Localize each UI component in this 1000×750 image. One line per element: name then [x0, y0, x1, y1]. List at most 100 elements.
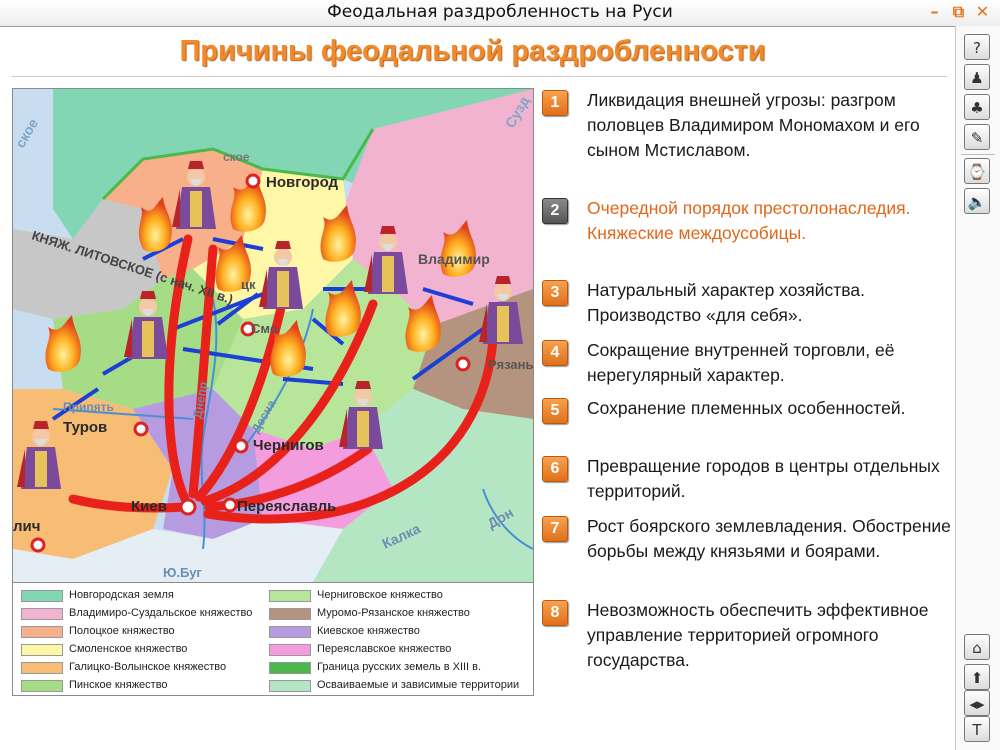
cause-text: Сокращение внутренней торговли, её нерег…	[587, 340, 895, 385]
fire-icon	[405, 295, 441, 352]
city-marker	[222, 497, 238, 513]
prince-figure	[17, 421, 61, 489]
up-button[interactable]: ⬆	[964, 664, 990, 690]
legend-label: Владимиро-Суздальское княжество	[69, 607, 253, 619]
city-marker	[233, 438, 249, 454]
prince-figure	[339, 381, 383, 449]
legend-swatch	[21, 680, 63, 692]
legend-swatch	[21, 644, 63, 656]
legend-label: Черниговское княжество	[317, 589, 443, 601]
legend-label: Пинское княжество	[69, 679, 168, 691]
fire-icon	[320, 205, 356, 262]
city-markers	[30, 173, 471, 553]
toolbar-separator	[961, 154, 995, 155]
compass-icon[interactable]: ⌚	[964, 158, 990, 184]
legend-label: Полоцкое княжество	[69, 625, 175, 637]
label-galich: лич	[13, 518, 40, 535]
blue-arrow	[422, 287, 474, 306]
cause-number-badge[interactable]: 6	[542, 456, 568, 482]
legend-label: Граница русских земель в XIII в.	[317, 661, 482, 673]
label-turov: Туров	[63, 419, 107, 436]
legend-swatch	[21, 590, 63, 602]
city-marker	[240, 321, 256, 337]
label-vladimir: Владимир	[418, 251, 490, 267]
river-don	[482, 488, 533, 550]
red-arrow	[194, 294, 288, 502]
region-south	[13, 519, 343, 582]
legend-label: Муромо-Рязанское княжество	[317, 607, 470, 619]
city-marker	[455, 356, 471, 372]
label-novgorod: Новгород	[266, 174, 339, 191]
cause-text: Сохранение племенных особенностей.	[587, 398, 906, 418]
cause-text: Натуральный характер хозяйства. Производ…	[587, 280, 866, 325]
legend-swatch	[269, 680, 311, 692]
legend-swatch	[269, 608, 311, 620]
label-pskov: ское	[223, 150, 250, 164]
legend-swatch	[269, 626, 311, 638]
restore-button[interactable]: ⧉	[952, 2, 965, 21]
label-polotsk: цк	[241, 277, 256, 292]
red-arrow	[188, 244, 218, 499]
legend-swatch	[269, 662, 311, 674]
cause-number-badge[interactable]: 1	[542, 90, 568, 116]
prince-figure	[172, 161, 216, 229]
label-pereyaslavl: Переяславль	[237, 498, 336, 515]
legend-swatch	[21, 626, 63, 638]
region-galicia-volhynia	[13, 389, 173, 559]
fire-icon	[270, 320, 306, 377]
legend-label: Киевское княжество	[317, 625, 420, 637]
city-marker	[179, 498, 197, 516]
label-yu-bug: Ю.Буг	[163, 565, 202, 580]
prince-figure	[124, 291, 168, 359]
heading-divider	[12, 76, 947, 77]
home-button[interactable]: ⌂	[964, 634, 990, 660]
legend-label: Смоленское княжество	[69, 643, 188, 655]
prince-figure	[259, 241, 303, 309]
tree-icon[interactable]: ♣	[964, 94, 990, 120]
prev-next-button[interactable]: ◂▸	[964, 690, 990, 716]
text-button[interactable]: T	[964, 716, 990, 742]
legend-label: Новгородская земля	[69, 589, 174, 601]
window-titlebar: Феодальная раздробленность на Руси – ⧉ ✕	[0, 0, 1000, 27]
border-line	[101, 128, 375, 201]
help-button[interactable]: ?	[964, 34, 990, 60]
fire-icon	[45, 315, 81, 372]
label-chernigov: Чернигов	[253, 437, 324, 454]
fire-icon	[215, 235, 251, 292]
legend-swatch	[21, 608, 63, 620]
city-marker	[133, 421, 149, 437]
close-button[interactable]: ✕	[975, 2, 990, 21]
cause-number-badge[interactable]: 8	[542, 600, 568, 626]
map-svg: Новгород Владимир Рязань ское Смо цк Тур…	[13, 89, 533, 582]
fire-markers	[45, 175, 476, 377]
red-arrow	[164, 234, 193, 504]
minimize-button[interactable]: –	[930, 2, 939, 21]
cause-number-badge[interactable]: 5	[542, 398, 568, 424]
legend-label: Переяславское княжество	[317, 643, 452, 655]
person-icon[interactable]: ♟	[964, 64, 990, 90]
legend-label: Осваиваемые и зависимые территории	[317, 679, 520, 691]
window-title: Феодальная раздробленность на Руси	[327, 2, 673, 22]
right-toolbar: ? ♟ ♣ ✎ ⌚ 🔈 ⌂ ⬆ ◂▸ T	[955, 26, 1000, 750]
city-marker	[245, 173, 261, 189]
label-kiev: Киев	[131, 498, 167, 515]
pencil-icon[interactable]: ✎	[964, 124, 990, 150]
cause-text: Очередной порядок престолонаследия. Княж…	[587, 198, 911, 243]
fire-icon	[325, 280, 361, 337]
sound-icon[interactable]: 🔈	[964, 188, 990, 214]
cause-number-badge[interactable]: 7	[542, 516, 568, 542]
label-smolensk: Смо	[251, 321, 278, 336]
blue-arrow	[216, 292, 260, 326]
cause-text: Невозможность обеспечить эффективное упр…	[587, 600, 929, 670]
label-dnepr: Днепр	[190, 381, 210, 420]
cause-number-badge[interactable]: 2	[542, 198, 568, 224]
cause-number-badge[interactable]: 3	[542, 280, 568, 306]
label-pripyat: Припять	[63, 400, 114, 414]
red-arrow	[200, 299, 378, 506]
legend-swatch	[21, 662, 63, 674]
cause-text: Превращение городов в центры отдельных т…	[587, 456, 940, 501]
blue-arrow	[411, 327, 485, 381]
red-arrow	[203, 334, 498, 524]
cause-number-badge[interactable]: 4	[542, 340, 568, 366]
